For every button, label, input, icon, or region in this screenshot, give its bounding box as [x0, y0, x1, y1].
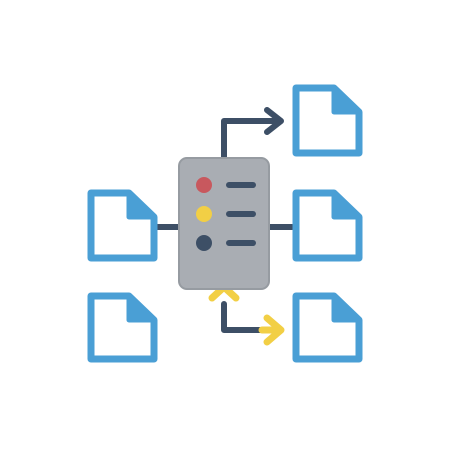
status-light-red: [196, 177, 212, 193]
file-icon: [87, 292, 158, 363]
file-fold: [126, 193, 154, 220]
file-fold: [126, 296, 154, 323]
connectors: [152, 107, 295, 333]
file-icon: [292, 189, 363, 262]
file-icon: [87, 189, 158, 262]
file-fold: [331, 296, 359, 323]
file-right-middle: [292, 189, 363, 262]
file-left-top: [87, 189, 158, 262]
status-light-dark: [196, 235, 212, 251]
file-fold: [331, 193, 359, 220]
file-left-bottom: [87, 292, 158, 363]
file-right-top: [292, 84, 363, 157]
connector-bottom-line: [221, 301, 269, 333]
file-right-bottom: [292, 292, 363, 363]
file-icon: [292, 84, 363, 157]
server-icon: [178, 157, 270, 290]
connector-top-arrow-head: [264, 107, 284, 135]
server-body: [178, 157, 270, 290]
file-icon: [292, 292, 363, 363]
connector-top-arrow-line: [221, 118, 281, 161]
file-fold: [331, 88, 359, 115]
status-light-yellow: [196, 206, 212, 222]
